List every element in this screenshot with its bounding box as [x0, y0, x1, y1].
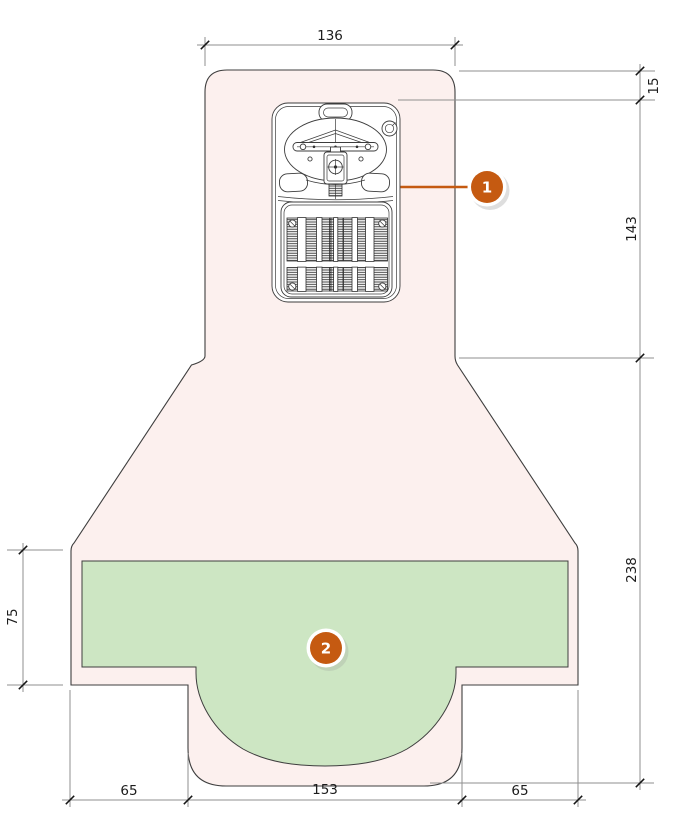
vent-stripe [297, 217, 307, 262]
cowl-screw-right [358, 156, 364, 162]
callout-2-disc [310, 632, 342, 664]
callout-2-number: 2 [321, 640, 331, 658]
vent-stripe [333, 266, 339, 292]
dimension-right-stack: 15 143 238 [398, 64, 662, 790]
dim-label-body-length: 238 [624, 557, 640, 583]
vent-stripe [316, 217, 323, 262]
vent-stripe [351, 266, 358, 292]
callout-1-disc [471, 171, 503, 203]
dimension-bottom-widths: 65 153 65 [62, 690, 586, 807]
dimension-zone-depth: 75 [5, 543, 63, 692]
grille-screw [378, 282, 387, 291]
vent-stripe [316, 266, 323, 292]
band-curve-upper [277, 196, 394, 201]
wing-left [279, 172, 308, 193]
vent-grille [280, 201, 393, 298]
dim-label-unit-length: 143 [624, 216, 640, 242]
dim-label-zone-depth: 75 [5, 608, 21, 625]
vent-stripe [351, 217, 358, 262]
latch-body-inner [326, 154, 345, 182]
grille-panel-inner [283, 204, 390, 295]
handle-pivot-left [299, 143, 307, 151]
dim-label-bottom-left: 65 [120, 783, 137, 799]
cowl-screw-left [307, 156, 313, 162]
vent-stripe [297, 266, 307, 292]
handle-rivet [312, 145, 316, 149]
fuel-cap-inner [384, 123, 395, 134]
engine-unit [271, 102, 401, 303]
wing-right [361, 172, 390, 193]
dim-label-bottom-center: 153 [312, 782, 338, 798]
handle-rivet [355, 145, 359, 149]
grille-screw [288, 282, 297, 291]
vent-stripe [365, 217, 375, 262]
top-latch-tab-inner [323, 107, 348, 118]
callout-1-number: 1 [482, 179, 492, 197]
fuel-cap-notch [392, 122, 396, 126]
dim-label-top-width: 136 [317, 28, 343, 44]
vent-stripe [333, 217, 339, 262]
dim-label-bottom-right: 65 [511, 783, 528, 799]
latch-lower-vent [328, 183, 343, 197]
grille-screw [378, 219, 387, 228]
latch-tab [330, 146, 341, 153]
vent-stripe [365, 266, 375, 292]
dimension-top-width: 136 [197, 28, 463, 66]
handle-pivot-right [364, 143, 372, 151]
callout-2-marker[interactable]: 2 [306, 628, 349, 672]
dim-label-unit-offset: 15 [646, 77, 662, 94]
handle-ridge-inner [306, 133, 364, 144]
callout-1-marker[interactable]: 1 [400, 167, 510, 211]
handle-ridge-outer [298, 129, 372, 144]
grille-screw [288, 219, 297, 228]
latch-center-dot [333, 165, 338, 169]
